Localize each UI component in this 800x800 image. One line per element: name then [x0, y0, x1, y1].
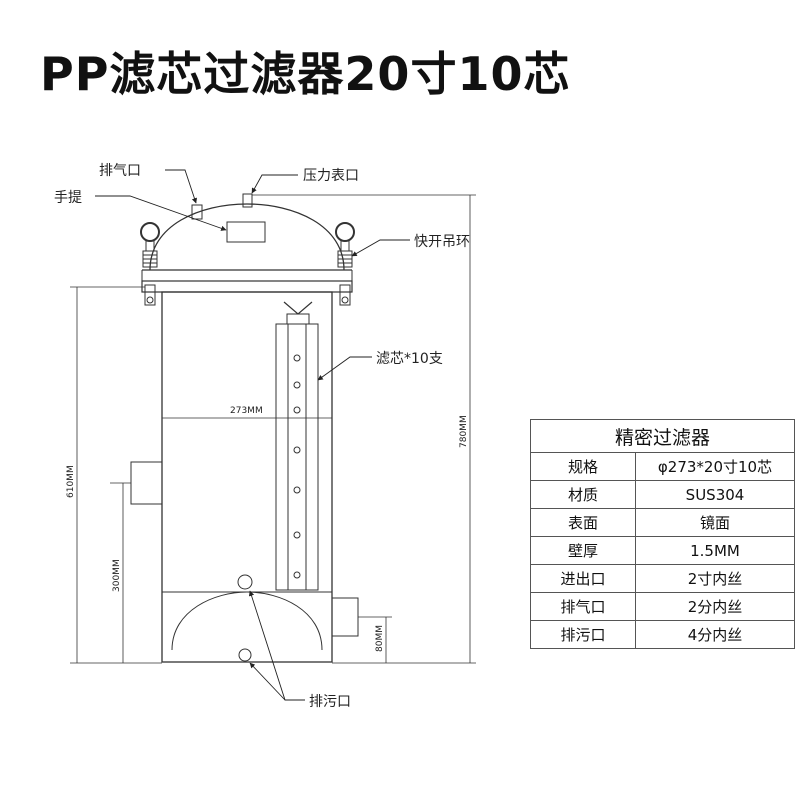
table-row: 壁厚 1.5MM	[530, 536, 795, 565]
dim-height-300: 300MM	[112, 559, 122, 592]
label-handle: 手提	[54, 190, 82, 206]
label-vent: 排气口	[99, 163, 141, 179]
spec-key: 进出口	[530, 564, 636, 593]
bottom-dish	[171, 591, 323, 651]
outlet-pipe	[331, 597, 359, 637]
dome-lid	[149, 203, 345, 271]
top-flange	[141, 280, 353, 293]
spec-key: 壁厚	[530, 536, 636, 565]
spec-key: 表面	[530, 508, 636, 537]
spec-table-header-row: 精密过滤器	[530, 419, 795, 453]
table-row: 表面 镜面	[530, 508, 795, 537]
table-row: 材质 SUS304	[530, 480, 795, 509]
table-row: 排污口 4分内丝	[530, 620, 795, 649]
table-row: 排气口 2分内丝	[530, 592, 795, 621]
spec-table-header: 精密过滤器	[530, 419, 795, 453]
dim-height-780: 780MM	[459, 415, 469, 448]
label-gauge: 压力表口	[303, 168, 359, 184]
lifting-ring-left	[140, 222, 160, 306]
spec-value: SUS304	[635, 480, 795, 509]
drain-upper	[237, 574, 253, 590]
spec-value: 1.5MM	[635, 536, 795, 565]
dim-diameter: 273MM	[230, 406, 263, 416]
page-title: PP滤芯过滤器20寸10芯	[40, 47, 571, 101]
filter-cartridge	[275, 301, 319, 591]
spec-key: 材质	[530, 480, 636, 509]
dim-height-610: 610MM	[66, 465, 76, 498]
dim-height-80: 80MM	[375, 625, 385, 652]
lifting-ring-right	[335, 222, 355, 306]
spec-key: 排污口	[530, 620, 636, 649]
spec-key: 规格	[530, 452, 636, 481]
drain-lower	[238, 648, 252, 662]
spec-value: 4分内丝	[635, 620, 795, 649]
spec-value: 2分内丝	[635, 592, 795, 621]
inlet-pipe	[130, 461, 163, 505]
spec-key: 排气口	[530, 592, 636, 621]
table-row: 规格 φ273*20寸10芯	[530, 452, 795, 481]
gauge-nozzle	[242, 193, 253, 208]
table-row: 进出口 2寸内丝	[530, 564, 795, 593]
handle	[226, 221, 266, 243]
label-lifting-ring: 快开吊环	[414, 234, 470, 250]
spec-value: 镜面	[635, 508, 795, 537]
spec-table: 精密过滤器 规格 φ273*20寸10芯 材质 SUS304 表面 镜面 壁厚 …	[530, 419, 795, 649]
vent-nozzle	[191, 204, 203, 220]
spec-value: φ273*20寸10芯	[635, 452, 795, 481]
spec-value: 2寸内丝	[635, 564, 795, 593]
label-cartridge: 滤芯*10支	[376, 351, 443, 367]
label-drain: 排污口	[309, 694, 351, 710]
